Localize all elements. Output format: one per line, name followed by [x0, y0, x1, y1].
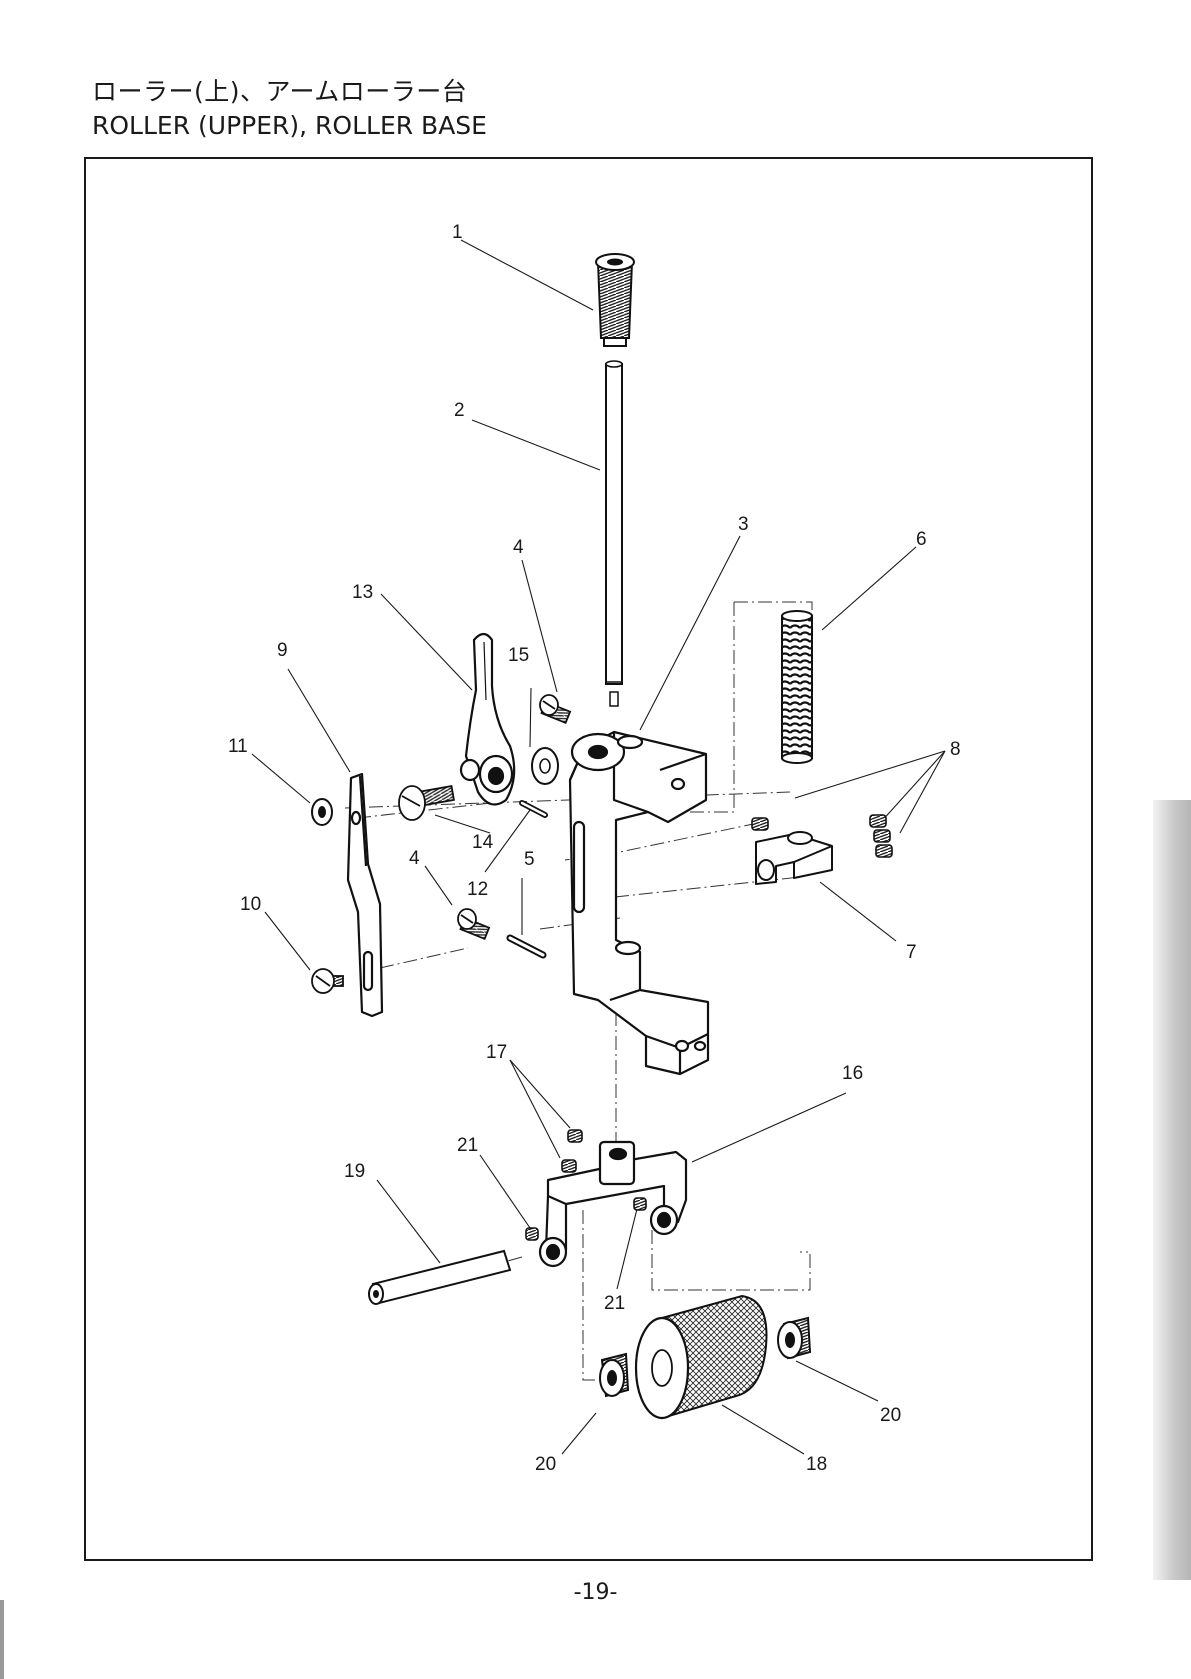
part-1-knob [596, 254, 634, 346]
part-7-spring-holder [756, 832, 832, 884]
part-5-pin [510, 938, 543, 955]
part-19-roller-shaft [369, 1251, 510, 1304]
callout-19: 19 [344, 1161, 365, 1182]
part-21-set-screws [526, 1198, 646, 1240]
callout-6: 6 [916, 529, 927, 550]
callout-10: 10 [240, 894, 261, 915]
callout-1: 1 [452, 222, 463, 243]
callout-4-upper: 4 [513, 537, 524, 558]
scan-shadow-edge-left [0, 1600, 4, 1679]
callout-4-lower: 4 [409, 848, 420, 869]
part-14-screw [399, 786, 454, 820]
callout-9: 9 [277, 640, 288, 661]
callout-5: 5 [524, 849, 535, 870]
callout-21-right: 21 [604, 1293, 625, 1314]
part-12-pin [522, 803, 545, 815]
callout-2: 2 [454, 400, 465, 421]
callout-11: 11 [228, 736, 248, 757]
callout-12: 12 [467, 879, 488, 900]
callout-21-left: 21 [457, 1135, 478, 1156]
part-6-spring [782, 611, 812, 763]
part-13-lever [461, 634, 514, 805]
callout-13: 13 [352, 582, 373, 603]
callout-3: 3 [738, 514, 749, 535]
part-20-bushing-right [778, 1318, 810, 1358]
part-17-set-screws [562, 1130, 582, 1172]
part-11-washer [312, 799, 332, 825]
callout-16: 16 [842, 1063, 863, 1084]
callout-7: 7 [906, 942, 917, 963]
callout-8: 8 [950, 739, 961, 760]
part-20-bushing-left [600, 1354, 628, 1396]
callout-20-right: 20 [880, 1405, 901, 1426]
part-3-roller-base [570, 732, 708, 1074]
part-18-knurled-roller [636, 1296, 767, 1418]
part-2-shaft [606, 361, 622, 706]
callout-18: 18 [806, 1454, 827, 1475]
callout-15: 15 [508, 645, 529, 666]
part-4-screw-lower [458, 909, 489, 939]
callout-14: 14 [472, 832, 494, 853]
callout-20-left: 20 [535, 1454, 556, 1475]
part-10-screw [312, 969, 343, 993]
scan-shadow-edge [1153, 800, 1191, 1580]
callout-17: 17 [486, 1042, 507, 1063]
part-15-washer [532, 748, 558, 784]
part-4-screw-upper [540, 695, 570, 723]
page-number: -19- [0, 1580, 1191, 1605]
part-9-arm [348, 774, 382, 1016]
